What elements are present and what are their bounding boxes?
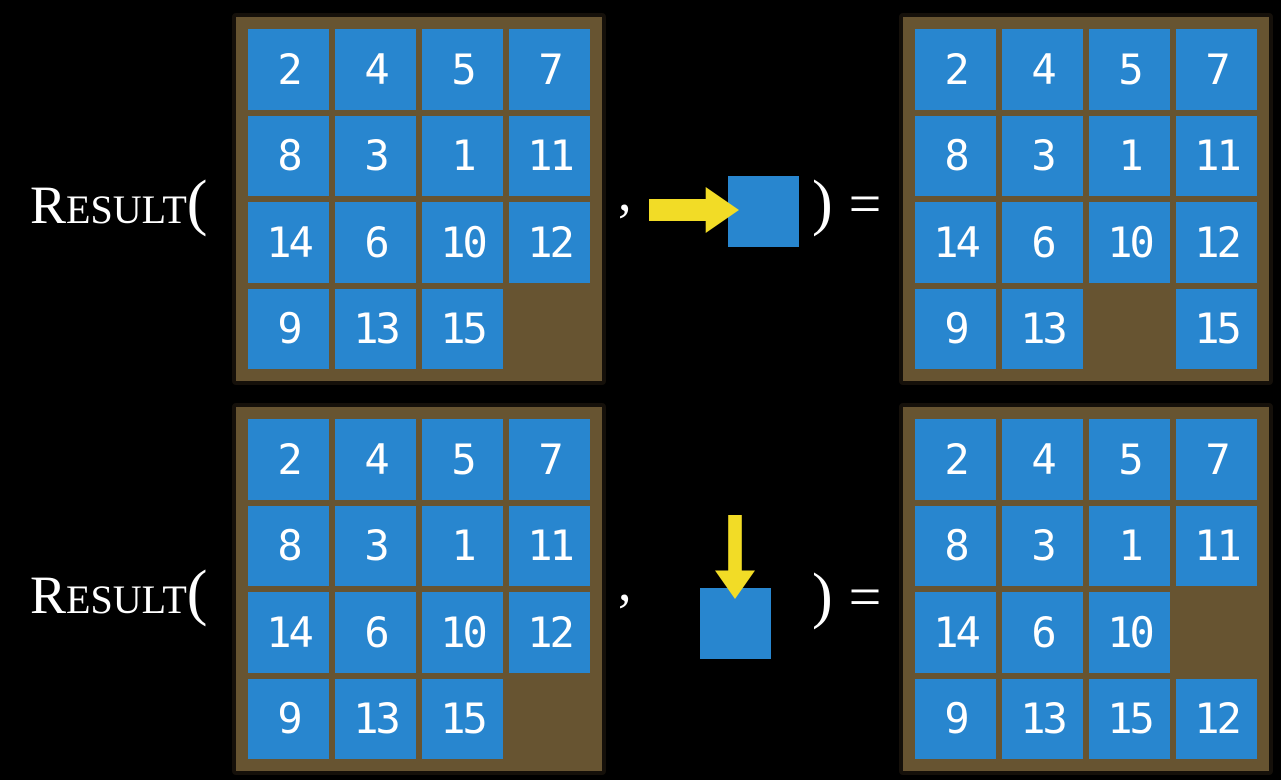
puzzle-tile: 7 [1176,419,1257,500]
comma: , [618,162,632,222]
puzzle-tile: 3 [335,115,416,196]
puzzle-tile: 11 [509,115,590,196]
equals-sign: = [848,564,882,629]
empty-cell [1176,592,1257,673]
open-paren: ( [186,559,208,627]
puzzle-tile: 13 [335,288,416,369]
puzzle-tile: 9 [248,288,329,369]
puzzle-tile: 2 [248,419,329,500]
equals-sign: = [848,171,882,236]
close-paren-equals: )= [812,172,881,234]
close-paren-equals: )= [812,565,881,627]
puzzle-tile: 1 [1089,505,1170,586]
right-arrow-icon [649,187,739,233]
empty-cell [509,289,590,370]
puzzle-tile: 14 [248,202,329,283]
function-name-rest: ESULT [66,577,187,622]
close-paren: ) [812,169,833,237]
puzzle-tile: 11 [1176,115,1257,196]
result-function-label: RESULT( [30,562,207,624]
puzzle-tile: 8 [248,505,329,586]
puzzle-tile: 13 [1002,678,1083,759]
puzzle-tile: 13 [335,678,416,759]
puzzle-tile: 9 [915,678,996,759]
puzzle-tile: 4 [335,419,416,500]
puzzle-tile: 8 [248,115,329,196]
puzzle-tile: 12 [1176,202,1257,283]
puzzle-tile: 9 [248,678,329,759]
puzzle-tile: 6 [1002,202,1083,283]
puzzle-tile: 10 [1089,592,1170,673]
function-name-initial: R [30,565,67,625]
puzzle-tile: 12 [1176,678,1257,759]
puzzle-tile: 5 [422,419,503,500]
puzzle-tile: 12 [509,202,590,283]
puzzle-tile: 1 [422,115,503,196]
puzzle-tile: 6 [335,592,416,673]
puzzle-tile: 3 [335,505,416,586]
puzzle-tile: 8 [915,505,996,586]
puzzle-tile: 10 [422,202,503,283]
puzzle-tile: 5 [1089,419,1170,500]
down-arrow-icon [715,515,755,599]
puzzle-tile: 3 [1002,115,1083,196]
puzzle-tile: 7 [509,419,590,500]
comma: , [618,552,632,612]
puzzle-tile: 15 [1089,678,1170,759]
puzzle-tile: 6 [335,202,416,283]
puzzle-tile: 7 [1176,29,1257,110]
puzzle-tile: 5 [1089,29,1170,110]
puzzle-tile: 2 [915,29,996,110]
result-function-label: RESULT( [30,172,207,234]
puzzle-tile: 6 [1002,592,1083,673]
puzzle-tile: 11 [1176,505,1257,586]
puzzle-tile: 1 [422,505,503,586]
puzzle-tile: 9 [915,288,996,369]
puzzle-tile: 12 [509,592,590,673]
puzzle-tile: 2 [915,419,996,500]
puzzle-tile: 15 [422,678,503,759]
blank-tile [728,176,799,247]
blank-tile [700,588,771,659]
puzzle-tile: 2 [248,29,329,110]
close-paren: ) [812,562,833,630]
empty-cell [509,679,590,760]
puzzle-tile: 4 [335,29,416,110]
puzzle-tile: 8 [915,115,996,196]
puzzle-tile: 14 [248,592,329,673]
puzzle-tile: 4 [1002,419,1083,500]
open-paren: ( [186,169,208,237]
empty-cell [1089,289,1170,370]
puzzle-tile: 4 [1002,29,1083,110]
function-name-initial: R [30,175,67,235]
puzzle-tile: 3 [1002,505,1083,586]
puzzle-tile: 10 [422,592,503,673]
puzzle-tile: 15 [1176,288,1257,369]
puzzle-tile: 1 [1089,115,1170,196]
puzzle-tile: 11 [509,505,590,586]
puzzle-tile: 14 [915,202,996,283]
function-name-rest: ESULT [66,187,187,232]
puzzle-tile: 15 [422,288,503,369]
puzzle-tile: 13 [1002,288,1083,369]
puzzle-tile: 10 [1089,202,1170,283]
puzzle-tile: 7 [509,29,590,110]
puzzle-tile: 14 [915,592,996,673]
puzzle-tile: 5 [422,29,503,110]
